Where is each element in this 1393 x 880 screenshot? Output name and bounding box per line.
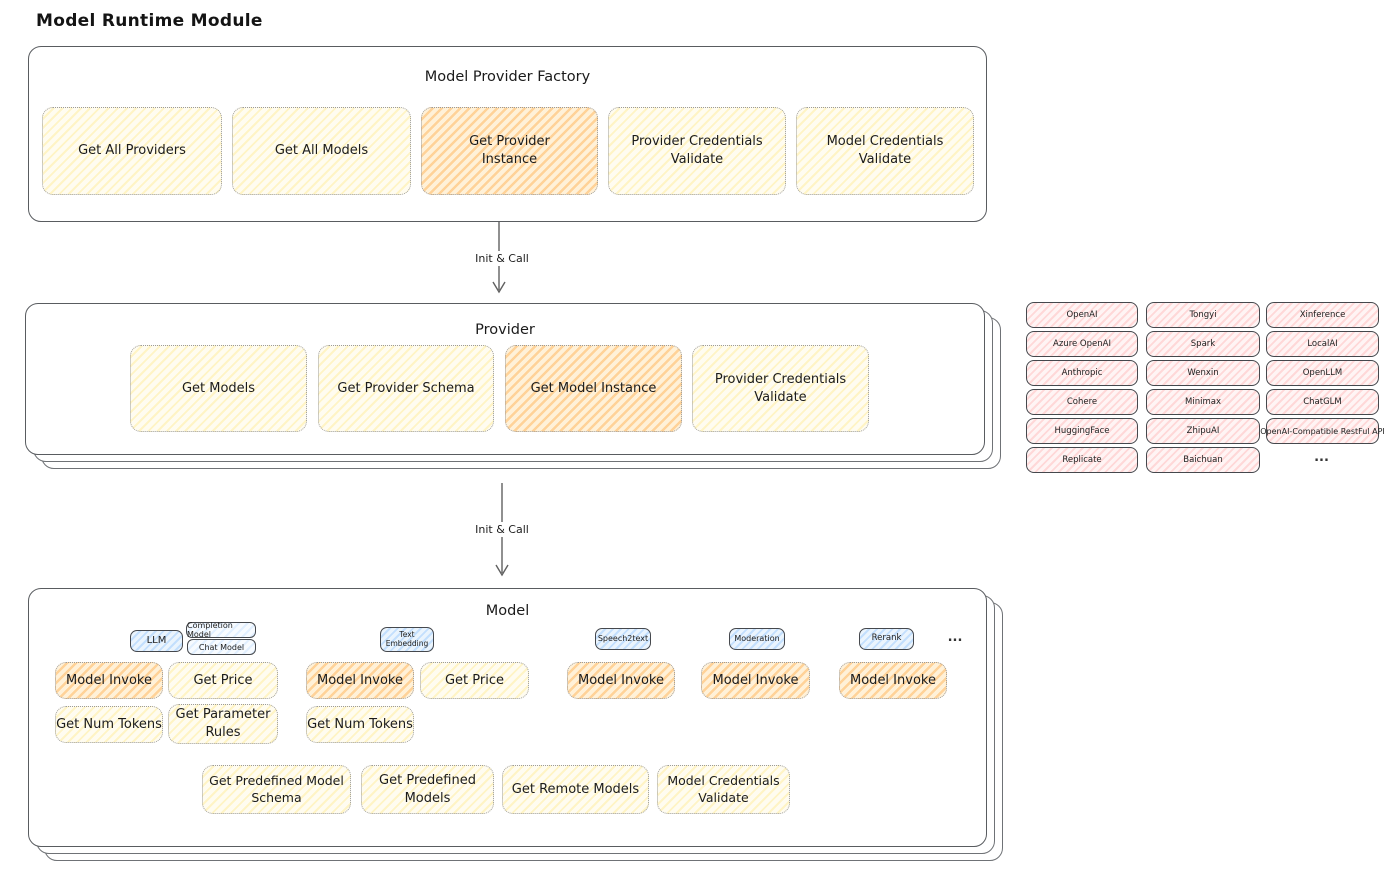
fn-get-provider-instance: Get Provider Instance	[421, 107, 598, 195]
model-title: Model	[485, 603, 530, 619]
fn-speech2text-model-invoke: Model Invoke	[567, 662, 675, 699]
tag-text-embedding: Text Embedding	[380, 627, 434, 652]
fn-llm-get-price: Get Price	[168, 662, 278, 699]
fn-get-all-models: Get All Models	[232, 107, 411, 195]
fn-embedding-get-price: Get Price	[420, 662, 529, 699]
fn-embedding-model-invoke: Model Invoke	[306, 662, 414, 699]
fn-get-provider-schema: Get Provider Schema	[318, 345, 494, 432]
tag-rerank: Rerank	[859, 628, 914, 650]
arrow1-label: Init & Call	[470, 251, 534, 266]
chip-anthropic: Anthropic	[1026, 360, 1138, 386]
chip-openai: OpenAI	[1026, 302, 1138, 328]
chip-tongyi: Tongyi	[1146, 302, 1260, 328]
fn-rerank-model-invoke: Model Invoke	[839, 662, 947, 699]
provider-title: Provider	[475, 322, 535, 338]
fn-get-model-instance: Get Model Instance	[505, 345, 682, 432]
fn-llm-get-parameter-rules: Get Parameter Rules	[168, 704, 278, 744]
chip-replicate: Replicate	[1026, 447, 1138, 473]
fn-get-models: Get Models	[130, 345, 307, 432]
tag-chat-model: Chat Model	[187, 639, 256, 655]
chip-azure-openai: Azure OpenAI	[1026, 331, 1138, 357]
fn-get-predefined-models: Get Predefined Models	[361, 765, 494, 814]
fn-get-predefined-model-schema: Get Predefined Model Schema	[202, 765, 351, 814]
chip-openllm: OpenLLM	[1266, 360, 1379, 386]
fn-get-remote-models: Get Remote Models	[502, 765, 649, 814]
tag-speech2text: Speech2text	[595, 628, 651, 650]
fn-get-all-providers: Get All Providers	[42, 107, 222, 195]
factory-title: Model Provider Factory	[424, 69, 591, 85]
arrow2-label: Init & Call	[470, 522, 534, 537]
chip-minimax: Minimax	[1146, 389, 1260, 415]
page-title: Model Runtime Module	[36, 11, 263, 31]
fn-model-credentials-validate: Model Credentials Validate	[796, 107, 974, 195]
chip-cohere: Cohere	[1026, 389, 1138, 415]
chip-baichuan: Baichuan	[1146, 447, 1260, 473]
fn-provider-credentials-validate: Provider Credentials Validate	[608, 107, 786, 195]
fn-moderation-model-invoke: Model Invoke	[701, 662, 810, 699]
chip-xinference: Xinference	[1266, 302, 1379, 328]
fn-llm-model-invoke: Model Invoke	[55, 662, 163, 699]
chip-spark: Spark	[1146, 331, 1260, 357]
tag-llm: LLM	[130, 630, 183, 652]
chip-wenxin: Wenxin	[1146, 360, 1260, 386]
chip-zhipuai: ZhipuAI	[1146, 418, 1260, 444]
chip-huggingface: HuggingFace	[1026, 418, 1138, 444]
fn-llm-get-num-tokens: Get Num Tokens	[55, 706, 163, 743]
fn-provider-credentials-validate-2: Provider Credentials Validate	[692, 345, 869, 432]
model-tags-ellipsis: ...	[947, 630, 963, 645]
chip-chatglm: ChatGLM	[1266, 389, 1379, 415]
tag-moderation: Moderation	[729, 628, 785, 650]
chip-localai: LocalAI	[1266, 331, 1379, 357]
chip-openai-compatible-restful-api: OpenAI-Compatible RestFul API	[1260, 418, 1385, 444]
providers-grid-ellipsis: ...	[1314, 450, 1329, 465]
fn-model-credentials-validate-2: Model Credentials Validate	[657, 765, 790, 814]
fn-embedding-get-num-tokens: Get Num Tokens	[306, 706, 414, 743]
tag-completion-model: Completion Model	[186, 621, 256, 639]
